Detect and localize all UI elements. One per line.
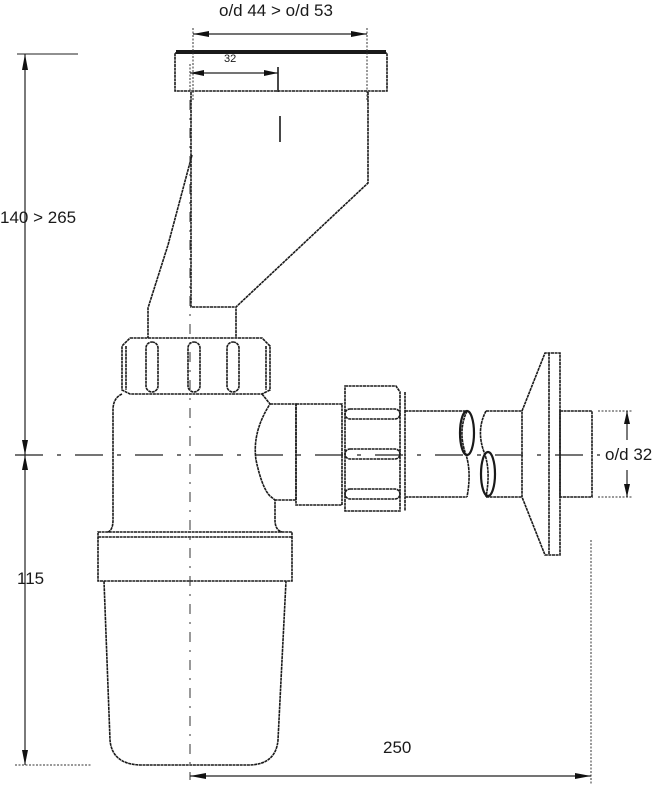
inlet-tube (147, 92, 369, 338)
compression-nut-outlet (295, 385, 406, 512)
centerlines (15, 100, 600, 780)
trap-body (107, 393, 297, 533)
dim-outlet-length (190, 540, 592, 785)
dim-top-inlet (192, 28, 368, 100)
bottle (103, 580, 287, 766)
bottle-collar (97, 531, 293, 582)
dim-inner-bore (189, 64, 278, 92)
inlet-cap (174, 50, 388, 92)
label-outlet-diameter: o/d 32 (605, 445, 653, 464)
dim-lower-height (15, 455, 92, 766)
label-outlet-length: 250 (383, 738, 412, 757)
label-height-range: 140 > 265 (0, 208, 77, 227)
dim-height (17, 53, 78, 455)
outlet-pipe (405, 409, 522, 498)
label-inner-bore: 32 (224, 53, 237, 65)
dim-outlet-diameter (598, 410, 632, 498)
label-lower-height: 115 (17, 569, 45, 588)
wall-flange (521, 352, 593, 556)
compression-nut-top (121, 337, 271, 395)
label-top-inlet-diameter: o/d 44 > o/d 53 (219, 1, 333, 20)
